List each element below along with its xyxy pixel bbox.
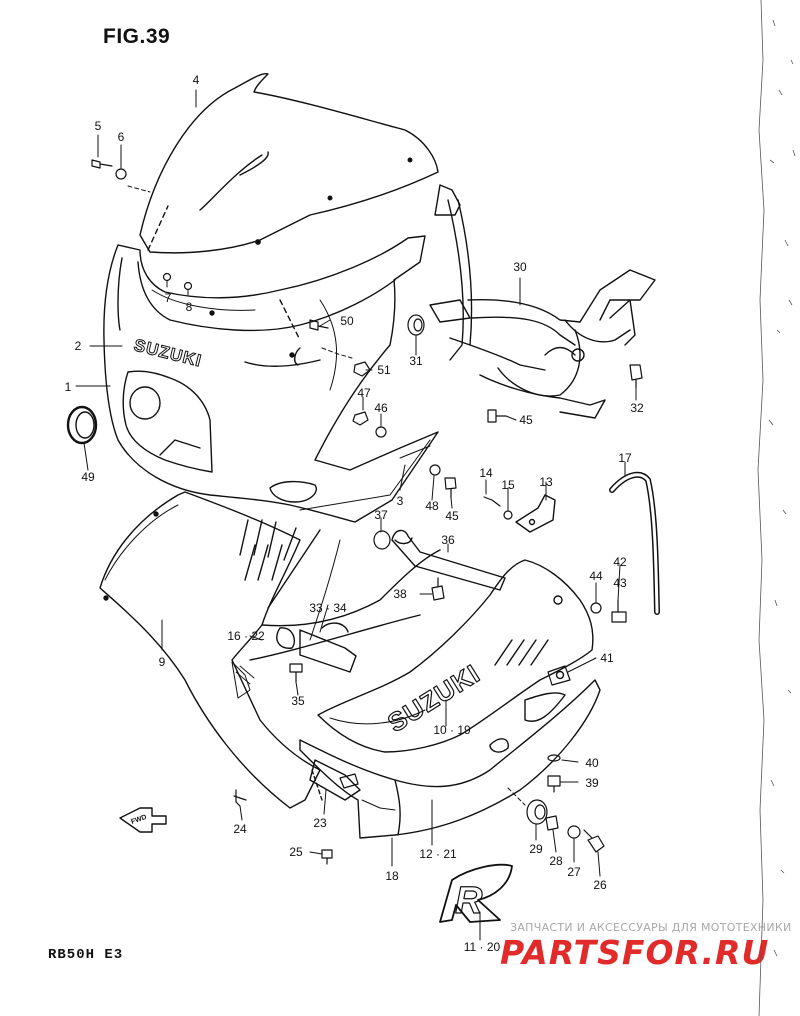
callout-50: 50: [340, 314, 354, 328]
callout-46: 46: [374, 401, 388, 415]
callout-8: 8: [186, 300, 193, 314]
callout-10-19: 10 · 19: [433, 723, 471, 737]
fwd-arrow: [119, 807, 167, 833]
callout-30: 30: [513, 260, 527, 274]
callout-47: 47: [357, 386, 371, 400]
callout-31: 31: [409, 354, 423, 368]
r-emblem: R: [439, 863, 513, 923]
callout-41: 41: [600, 651, 614, 665]
callout-4: 4: [193, 73, 200, 87]
callout-32: 32: [630, 401, 644, 415]
callout-12-21: 12 · 21: [419, 847, 457, 861]
windscreen: [139, 73, 439, 254]
callout-1: 1: [65, 380, 72, 394]
lower-cowling-left: [99, 491, 321, 809]
callout-49: 49: [81, 470, 95, 484]
watermark-caption: ЗАПЧАСТИ И АКСЕССУАРЫ ДЛЯ МОТОТЕХНИКИ: [510, 921, 792, 934]
callout-35: 35: [291, 694, 305, 708]
callout-43: 43: [613, 576, 627, 590]
under-cowling: [299, 679, 601, 839]
callout-18: 18: [385, 869, 399, 883]
callout-14: 14: [479, 466, 493, 480]
callout-5: 5: [95, 119, 102, 133]
callout-13: 13: [539, 475, 553, 489]
callout-42: 42: [613, 555, 627, 569]
callout-23: 23: [313, 816, 327, 830]
callout-16-22: 16 · 22: [227, 629, 265, 643]
bracket-13: [515, 494, 556, 533]
callout-45-lower: 45: [445, 509, 459, 523]
watermark-logo: PARTSFOR.RU: [500, 933, 770, 972]
callout-26: 26: [593, 878, 607, 892]
callout-24: 24: [233, 822, 247, 836]
callout-44: 44: [589, 569, 603, 583]
grommet-49: [66, 405, 98, 445]
callout-40: 40: [585, 756, 599, 770]
callout-51: 51: [377, 363, 391, 377]
upper-cowling: [103, 235, 439, 523]
callout-28: 28: [549, 854, 563, 868]
callout-45-upper: 45: [519, 413, 533, 427]
bracket-36: [391, 529, 506, 591]
leader-lines: [75, 89, 637, 941]
fwd-label: FWD: [130, 814, 147, 826]
callout-labels: 4 5 6 7 8 2 1 49 50 51 47 46 31 30 32 45…: [65, 73, 644, 954]
callout-39: 39: [585, 776, 599, 790]
callout-3: 3: [397, 494, 404, 508]
emblem-letter: R: [455, 880, 483, 922]
callout-27: 27: [567, 865, 581, 879]
inner-panel: [249, 529, 441, 661]
upper-badge-text: SUZUKI: [132, 335, 204, 370]
fasteners: [91, 159, 643, 865]
callout-2: 2: [75, 339, 82, 353]
cowling-stay: [429, 184, 656, 419]
callout-11-20: 11 · 20: [464, 940, 501, 954]
inner-bracket: [276, 622, 357, 673]
hose-17: [609, 471, 660, 615]
callout-37: 37: [374, 508, 388, 522]
callout-33-34: 33 · 34: [309, 601, 347, 615]
scan-edge: [757, 0, 796, 1016]
callout-17: 17: [618, 451, 632, 465]
upper-badge: SUZUKI: [132, 335, 205, 371]
model-code: RB50H E3: [48, 947, 124, 963]
callout-38: 38: [393, 587, 407, 601]
callout-29: 29: [529, 842, 543, 856]
callout-15: 15: [501, 478, 515, 492]
callout-36: 36: [441, 533, 455, 547]
callout-6: 6: [118, 130, 125, 144]
callout-9: 9: [159, 655, 166, 669]
callout-25: 25: [289, 845, 303, 859]
callout-48: 48: [425, 499, 439, 513]
figure-title: FIG.39: [103, 25, 171, 48]
callout-7: 7: [165, 291, 172, 305]
